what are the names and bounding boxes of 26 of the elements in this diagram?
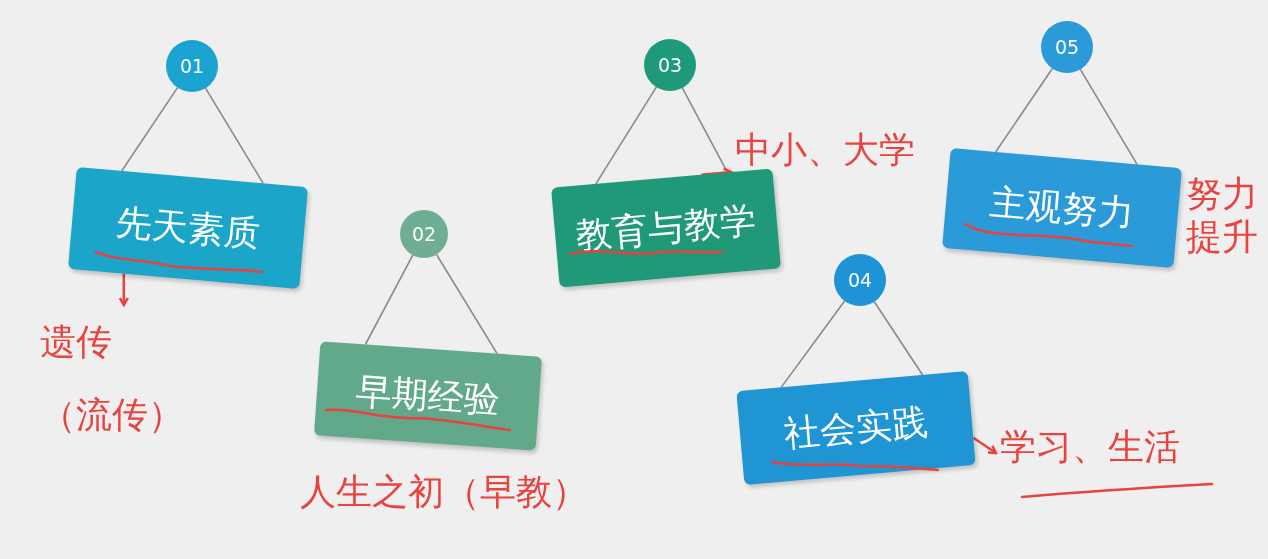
number-circle: 05 [1041,21,1093,73]
hanging-string [120,86,179,172]
hanging-sign: 教育与教学 [551,168,781,288]
hanging-sign: 先天素质 [68,167,308,289]
number-circle: 03 [644,39,696,91]
hanging-string [364,254,414,346]
hanging-string [873,300,924,376]
number-circle: 01 [166,40,218,92]
handwritten-note: 遗传 [40,320,113,364]
number-circle: 04 [834,254,886,306]
arrow [118,273,130,307]
hanging-string [1079,68,1138,166]
arrow [972,436,998,455]
hanging-string [595,86,658,185]
hanging-string [435,253,498,355]
hanging-string [204,87,264,185]
hanging-sign: 早期经验 [314,341,542,451]
handwritten-note: （流传） [40,393,185,437]
handwritten-note: 人生之初（早教） [300,470,589,514]
handwritten-note: 努力提升 [1186,172,1259,259]
number-circle: 02 [400,210,448,258]
handwritten-note: 学习、生活 [1000,425,1181,469]
hanging-string [994,67,1054,153]
hanging-sign: 社会实践 [736,371,976,485]
hanging-string [780,300,846,389]
hanging-sign: 主观努力 [942,148,1182,268]
